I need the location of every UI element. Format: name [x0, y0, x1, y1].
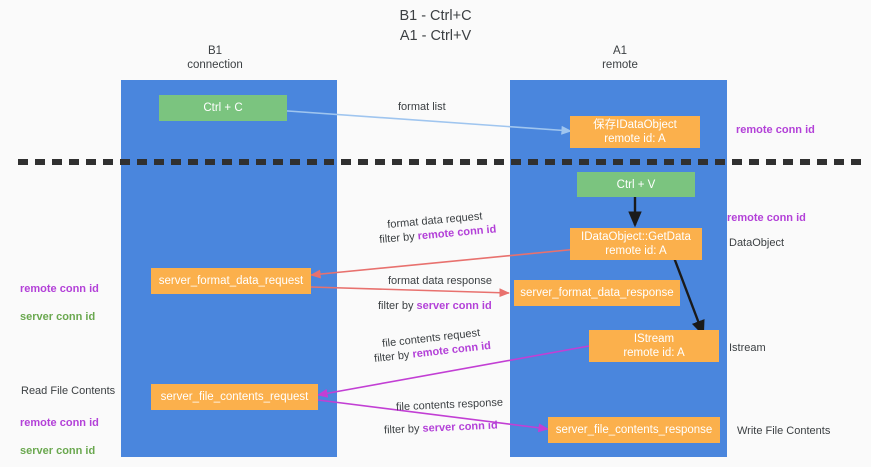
node-ctrl-c[interactable]: Ctrl + C	[159, 95, 287, 121]
filter-key-server-conn-id: server conn id	[416, 300, 492, 312]
left-annotation-file-ids: remote conn id server conn id	[20, 402, 120, 467]
column-header-b1: B1 connection	[187, 45, 243, 71]
edge-label-file-contents-response: file contents response	[395, 396, 504, 414]
right-annotation-remote-conn-id-top: remote conn id	[736, 124, 815, 136]
node-ctrl-v[interactable]: Ctrl + V	[577, 172, 695, 197]
right-annotation-istream: Istream	[729, 342, 766, 354]
filter-prefix: filter by	[378, 230, 419, 247]
left-remote-conn-id: remote conn id	[20, 417, 99, 429]
edge-label-file-contents-response-filter: filter by server conn id	[384, 419, 498, 438]
filter-key-server-conn-id: server conn id	[422, 419, 498, 435]
node-save-idataobject[interactable]: 保存IDataObject remote id: A	[570, 116, 700, 148]
edge-label-format-data-response-filter: filter by server conn id	[378, 299, 492, 313]
node-server-format-data-request[interactable]: server_format_data_request	[151, 268, 311, 294]
node-server-file-contents-request[interactable]: server_file_contents_request	[151, 384, 318, 410]
left-annotation-read-file-contents: Read File Contents	[21, 385, 116, 397]
filter-prefix: filter by	[383, 422, 423, 437]
right-annotation-remote-conn-id-bottom: remote conn id	[727, 212, 806, 224]
node-istream[interactable]: IStream remote id: A	[589, 330, 719, 362]
right-annotation-write-file-contents: Write File Contents	[737, 425, 831, 437]
filter-prefix: filter by	[373, 348, 414, 366]
left-server-conn-id: server conn id	[20, 445, 96, 457]
node-idataobject-getdata[interactable]: IDataObject::GetData remote id: A	[570, 228, 702, 260]
filter-prefix: filter by	[378, 300, 417, 312]
right-annotation-dataobject: DataObject	[729, 237, 785, 249]
edge-label-format-data-response: format data response	[388, 275, 492, 287]
edge-label-format-list: format list	[398, 101, 446, 113]
left-annotation-format-ids: remote conn id server conn id	[20, 268, 120, 338]
node-server-file-contents-response[interactable]: server_file_contents_response	[548, 417, 720, 443]
column-header-a1: A1 remote	[602, 45, 638, 71]
node-server-format-data-response[interactable]: server_format_data_response	[514, 280, 680, 306]
diagram-title: B1 - Ctrl+C A1 - Ctrl+V	[399, 8, 472, 44]
left-remote-conn-id: remote conn id	[20, 283, 99, 295]
left-server-conn-id: server conn id	[20, 311, 96, 323]
